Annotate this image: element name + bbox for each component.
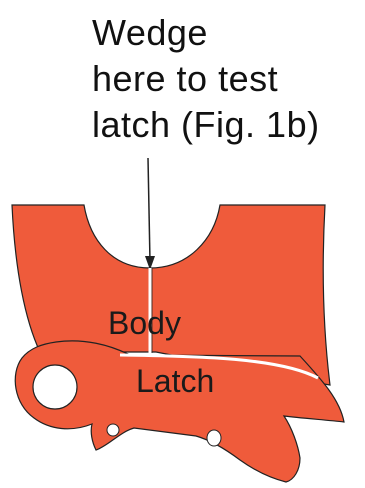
latch-part (14, 340, 345, 483)
pivot-hole (32, 364, 78, 410)
annotation-line-3: latch (Fig. 1b) (92, 104, 320, 145)
body-part (11, 204, 331, 386)
latch-small-hole-right (206, 429, 222, 447)
body-label: Body (108, 305, 181, 341)
latch-body-gap (119, 353, 319, 380)
annotation-line-2: here to test (92, 58, 279, 99)
latch-small-hole-left (106, 423, 120, 437)
pointer-line (147, 157, 151, 263)
annotation-line-1: Wedge (92, 12, 208, 53)
latch-label: Latch (136, 363, 215, 399)
pointer-arrowhead (145, 256, 155, 270)
wedge-annotation: Wedge here to test latch (Fig. 1b) (92, 10, 362, 148)
